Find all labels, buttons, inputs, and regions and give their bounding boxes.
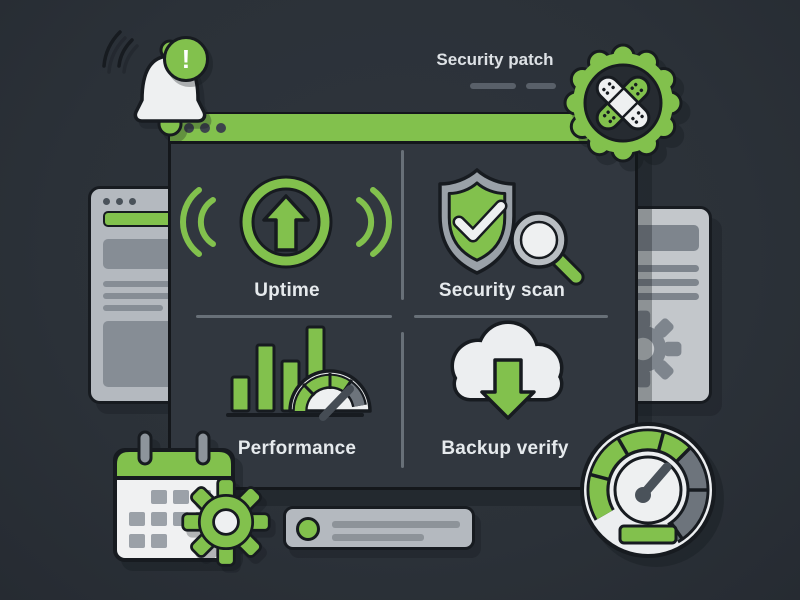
bar-chart-gauge-icon xyxy=(226,325,372,421)
up-arrow-icon xyxy=(262,194,310,252)
gauge-value-bar xyxy=(618,524,678,545)
calendar-header xyxy=(113,448,235,480)
status-pill-icon xyxy=(283,506,475,550)
window-control-dot xyxy=(103,198,110,205)
text-line xyxy=(103,305,163,311)
window-control-dot xyxy=(184,123,194,133)
notification-bell-icon xyxy=(102,30,207,137)
speedometer-icon xyxy=(580,422,716,558)
cloud-download-icon xyxy=(450,320,564,420)
quadrant-label-backup-verify: Backup verify xyxy=(441,438,569,459)
quadrant-label-security-scan: Security scan xyxy=(438,280,566,301)
calendar-day-square xyxy=(129,534,145,548)
window-control-dot xyxy=(129,198,136,205)
quadrant-label-performance: Performance xyxy=(237,438,357,459)
window-control-dot xyxy=(200,123,210,133)
quadrant-divider-vertical xyxy=(401,332,404,468)
text-line xyxy=(103,281,189,287)
text-dash xyxy=(470,83,516,89)
text-line xyxy=(617,279,699,286)
magnifier-icon xyxy=(510,211,585,286)
gauge-icon xyxy=(288,369,372,421)
quadrant-label-uptime: Uptime xyxy=(254,280,320,301)
gauge-needle xyxy=(319,385,354,421)
calendar-ring xyxy=(137,430,153,466)
text-line xyxy=(629,293,699,300)
calendar-day-grid xyxy=(129,490,211,548)
alert-exclamation-icon: ! xyxy=(163,36,209,82)
gear-icon xyxy=(181,477,271,567)
shield-inner xyxy=(447,181,507,262)
checkmark-icon xyxy=(455,202,505,240)
uptime-signal-icon xyxy=(180,175,392,269)
calendar-day-square xyxy=(151,512,167,526)
window-titlebar xyxy=(170,114,636,144)
text-line xyxy=(332,534,424,541)
ring-waves xyxy=(102,30,134,68)
patch-badge-icon xyxy=(563,43,683,163)
performance-bar xyxy=(255,343,276,413)
down-arrow-icon xyxy=(480,358,536,420)
calendar-day-square xyxy=(129,512,145,526)
window-control-dot xyxy=(216,123,226,133)
status-led xyxy=(296,517,320,541)
text-dash xyxy=(526,83,556,89)
bandage-white xyxy=(595,75,651,131)
text-line xyxy=(332,521,460,528)
text-line xyxy=(617,265,699,272)
calendar-day-square xyxy=(151,490,167,504)
security-patch-label: Security patch xyxy=(436,50,554,69)
performance-bar xyxy=(230,375,251,413)
text-line xyxy=(103,293,189,299)
window-control-dot xyxy=(116,198,123,205)
shield-scan-icon xyxy=(438,168,585,286)
quadrant-divider-horizontal xyxy=(414,315,608,318)
quadrant-divider-vertical xyxy=(401,150,404,300)
calendar-day-square xyxy=(173,490,189,504)
quadrant-divider-horizontal xyxy=(196,315,392,318)
calendar-day-square xyxy=(151,534,167,548)
calendar-ring xyxy=(195,430,211,466)
